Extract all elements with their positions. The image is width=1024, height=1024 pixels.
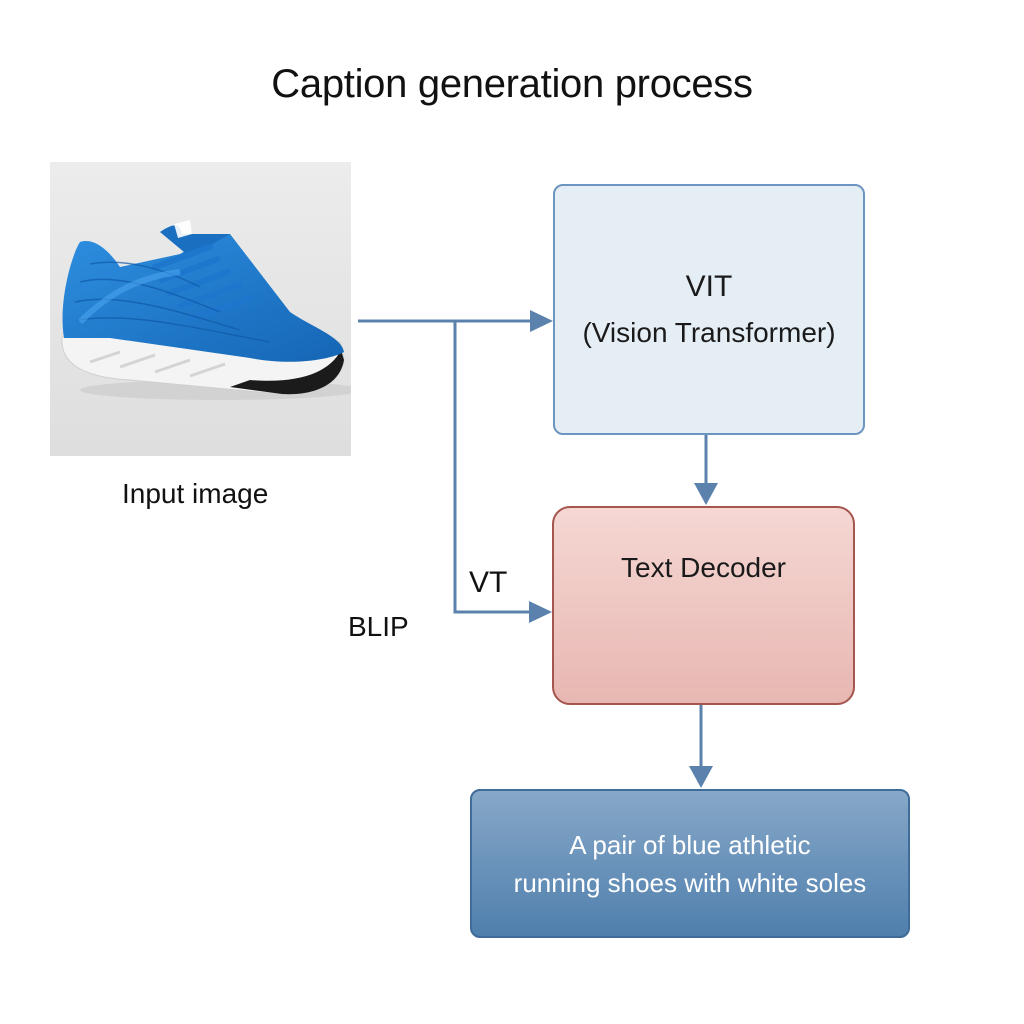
arrowhead-to-vit: [530, 310, 553, 332]
arrowhead-vit-to-decoder: [694, 483, 718, 505]
text-decoder-label: Text Decoder: [621, 551, 786, 583]
shoe-illustration: [50, 162, 351, 456]
blip-label: BLIP: [348, 611, 409, 642]
image-to-decoder-line: [453, 321, 532, 614]
input-image-label: Input image: [122, 478, 269, 509]
caption-line-1: A pair of blue athletic: [569, 829, 811, 860]
caption-output-box: A pair of blue athletic running shoes wi…: [470, 789, 910, 938]
vit-box: VIT (Vision Transformer): [553, 184, 865, 435]
caption-line-2: running shoes with white soles: [513, 867, 867, 898]
diagram-title: Caption generation process: [271, 62, 753, 106]
vit-title: VIT: [685, 270, 733, 304]
vit-subtitle: (Vision Transformer): [582, 317, 836, 349]
arrowhead-to-output: [689, 766, 713, 788]
text-decoder-box: Text Decoder: [552, 506, 855, 705]
input-image: [50, 162, 351, 456]
vt-label: VT: [469, 566, 508, 599]
arrowhead-to-decoder: [529, 601, 552, 623]
